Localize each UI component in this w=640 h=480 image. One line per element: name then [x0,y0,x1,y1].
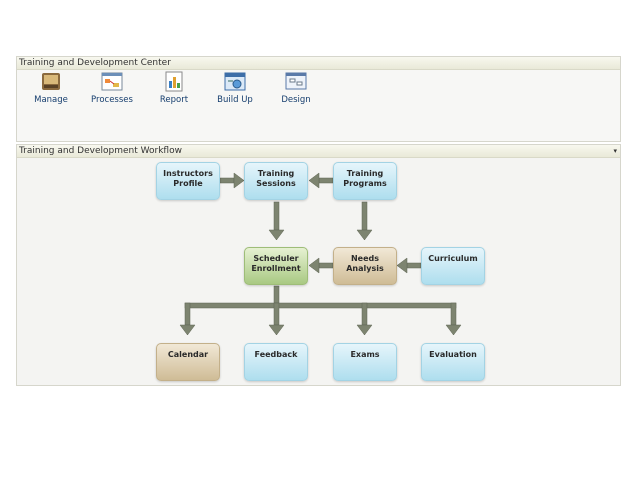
node-calendar[interactable]: Calendar [156,343,220,381]
design-label: Design [281,95,311,105]
connector-bus-to-calendar [184,302,191,326]
node-feedback-line1: Feedback [254,350,298,359]
node-exams-line1: Exams [350,350,380,359]
arrowhead-needs-to-scheduler [308,257,320,274]
workflow-panel-title: Training and Development Workflow ▾ [17,145,620,158]
connector-bus-to-feedback [273,302,280,326]
node-scheduler-enrollment-line2: Enrollment [251,264,301,273]
arrowhead-bus-to-exams [356,324,373,336]
build-up-label: Build Up [217,95,253,105]
collapse-chevron-icon[interactable]: ▾ [613,147,617,155]
arrowhead-bus-to-feedback [268,324,285,336]
connector-bus [184,302,457,309]
node-training-programs-line2: Programs [343,179,387,188]
report-button[interactable]: Report [146,71,202,105]
connector-bus-to-evaluation [450,302,457,326]
connector-instructors-to-sessions [219,177,235,184]
node-needs-analysis[interactable]: Needs Analysis [333,247,397,285]
manage-label: Manage [34,95,68,105]
report-icon [162,71,186,93]
connector-sessions-to-scheduler [273,201,280,231]
arrowhead-bus-to-evaluation [445,324,462,336]
report-label: Report [159,95,189,105]
arrowhead-curriculum-to-needs [396,257,408,274]
node-needs-analysis-line1: Needs [350,254,380,263]
node-feedback[interactable]: Feedback [244,343,308,381]
node-evaluation-line1: Evaluation [429,350,477,359]
training-development-workflow-panel: Training and Development Workflow ▾ [16,144,621,386]
arrowhead-bus-to-calendar [179,324,196,336]
node-exams[interactable]: Exams [333,343,397,381]
arrowhead-sessions-to-scheduler [268,229,285,241]
build-up-button[interactable]: Build Up [207,71,263,105]
workflow-connectors [179,172,462,336]
node-curriculum-line1: Curriculum [428,254,478,263]
processes-icon [100,71,124,93]
connector-needs-to-scheduler [318,262,334,269]
node-calendar-line1: Calendar [167,350,209,359]
workflow-title-text: Training and Development Workflow [19,146,182,156]
connector-programs-to-needs [361,201,368,231]
node-curriculum[interactable]: Curriculum [421,247,485,285]
node-instructors-profile[interactable]: Instructors Profile [156,162,220,200]
design-button[interactable]: Design [268,71,324,105]
processes-label: Processes [91,95,133,105]
node-training-programs-line1: Training [346,169,384,178]
node-training-programs[interactable]: Training Programs [333,162,397,200]
center-panel-title: Training and Development Center [17,57,620,70]
arrowhead-instructors-to-sessions [233,172,245,189]
node-needs-analysis-line2: Analysis [346,264,384,273]
node-instructors-profile-line2: Profile [173,179,203,188]
connector-bus-to-exams [361,302,368,326]
design-icon [284,71,308,93]
training-development-center-panel: Training and Development Center Manage P… [16,56,621,142]
connector-curriculum-to-needs [406,262,422,269]
node-scheduler-enrollment[interactable]: Scheduler Enrollment [244,247,308,285]
manage-icon [39,71,63,93]
node-training-sessions-line1: Training [257,169,295,178]
node-training-sessions-line2: Sessions [256,179,296,188]
arrowhead-programs-to-sessions [308,172,320,189]
processes-button[interactable]: Processes [84,71,140,105]
node-instructors-profile-line1: Instructors [163,169,213,178]
node-scheduler-enrollment-line1: Scheduler [253,254,299,263]
node-training-sessions[interactable]: Training Sessions [244,162,308,200]
build-up-icon [223,71,247,93]
node-evaluation[interactable]: Evaluation [421,343,485,381]
manage-button[interactable]: Manage [23,71,79,105]
arrowhead-programs-to-needs [356,229,373,241]
connector-programs-to-sessions [318,177,334,184]
